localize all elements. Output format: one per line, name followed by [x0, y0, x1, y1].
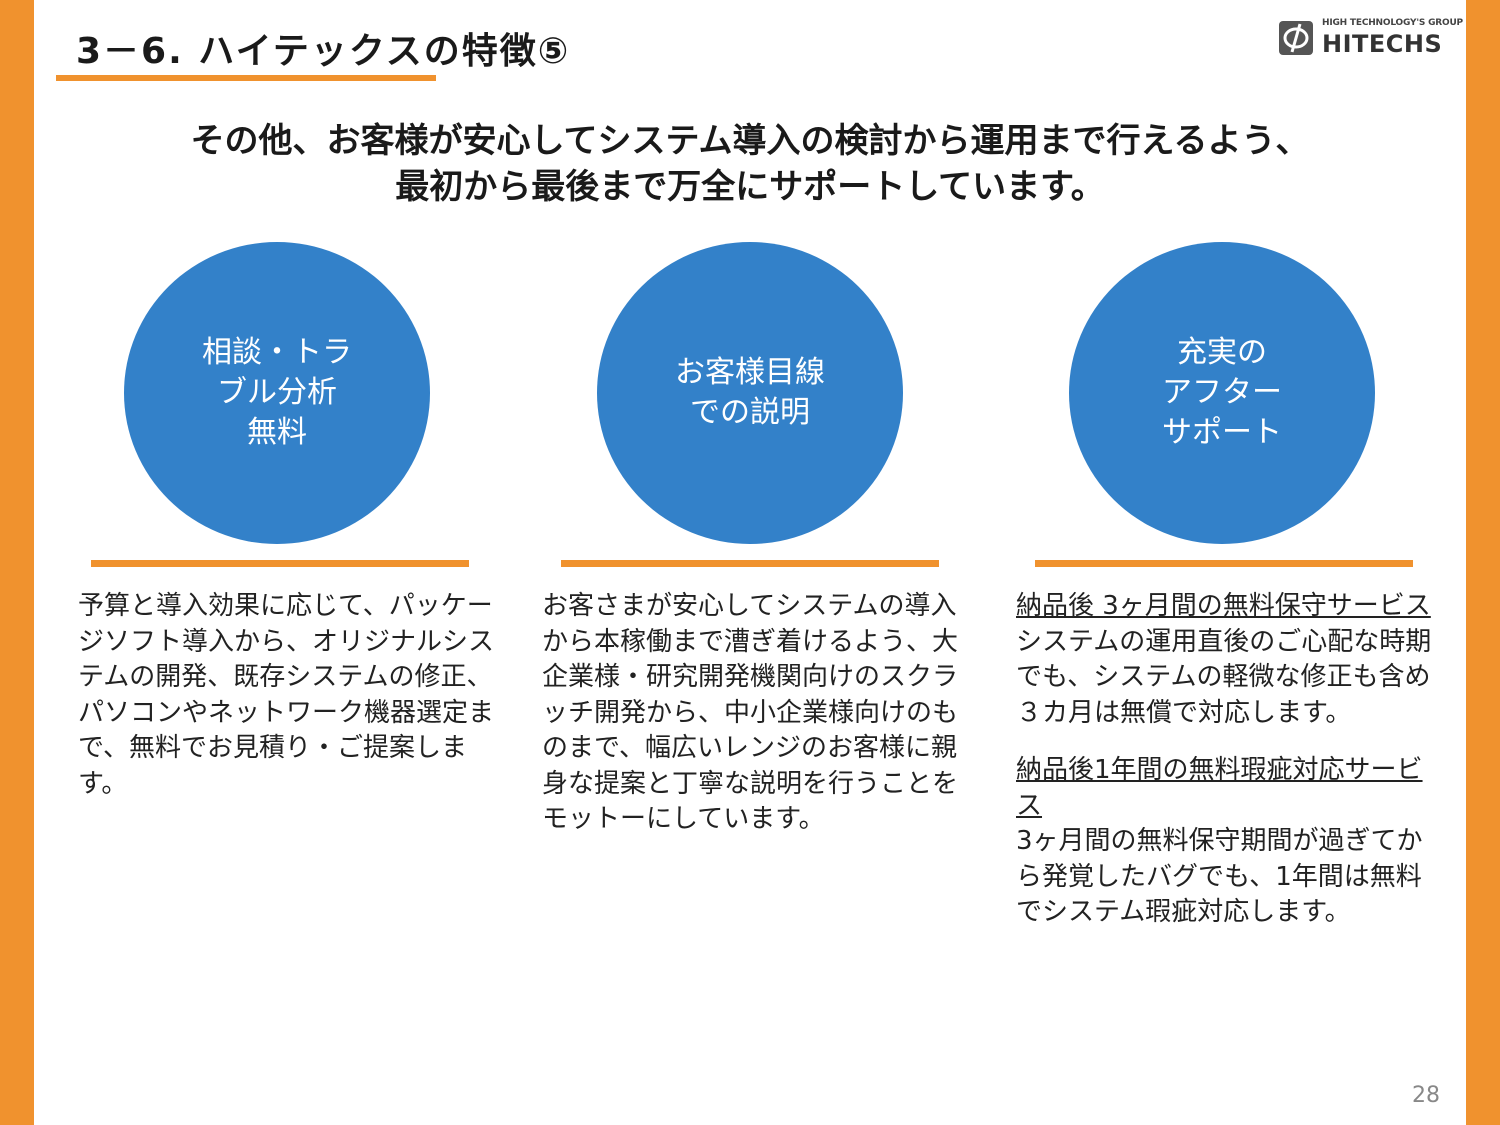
circle-line: 相談・トラ — [202, 335, 352, 370]
feature-description-aftersupport: 納品後 3ヶ月間の無料保守サービス システムの運用直後のご心配な時期でも、システ… — [1016, 589, 1436, 931]
circle-line: 無料 — [247, 415, 307, 450]
feature-circle-consultation: 相談・トラ ブル分析 無料 — [124, 242, 430, 544]
page-number: 28 — [1412, 1083, 1440, 1108]
lead-line-1: その他、お客様が安心してシステム導入の検討から運用まで行えるよう、 — [190, 121, 1310, 161]
circle-line: お客様目線 — [675, 355, 825, 390]
right-accent-bar — [1466, 0, 1500, 1125]
hitechs-logo-icon — [1279, 21, 1313, 55]
circle-line: 充実の — [1177, 335, 1267, 370]
feature-divider — [1035, 560, 1413, 567]
feature-circle-label: お客様目線 での説明 — [675, 353, 825, 433]
lead-message: その他、お客様が安心してシステム導入の検討から運用まで行えるよう、 最初から最後… — [100, 118, 1400, 210]
logo-tagline: HIGH TECHNOLOGY'S GROUP — [1322, 18, 1463, 28]
feature-description-explanation: お客さまが安心してシステムの導入から本稼働まで漕ぎ着けるよう、大企業様・研究開発… — [542, 589, 962, 838]
left-accent-bar — [0, 0, 34, 1125]
feature-description-consultation: 予算と導入効果に応じて、パッケージソフト導入から、オリジナルシステムの開発、既存… — [78, 589, 498, 802]
description-text: 予算と導入効果に応じて、パッケージソフト導入から、オリジナルシステムの開発、既存… — [78, 591, 495, 799]
feature-circle-explanation: お客様目線 での説明 — [597, 242, 903, 544]
feature-circle-label: 相談・トラ ブル分析 無料 — [202, 333, 352, 453]
service-body: システムの運用直後のご心配な時期でも、システムの軽微な修正も含め３カ月は無償で対… — [1016, 626, 1432, 728]
service-body: 3ヶ月間の無料保守期間が過ぎてから発覚したバグでも、1年間は無料でシステム瑕疵対… — [1016, 826, 1423, 927]
logo-name: HITECHS — [1322, 30, 1443, 58]
feature-circle-aftersupport: 充実の アフター サポート — [1069, 242, 1375, 544]
lead-line-2: 最初から最後まで万全にサポートしています。 — [395, 167, 1105, 207]
circle-line: アフター — [1162, 375, 1282, 410]
spacer — [1016, 731, 1436, 753]
feature-divider — [561, 560, 939, 567]
circle-line: サポート — [1162, 415, 1282, 450]
slide-title: 3－6. ハイテックスの特徴⑤ — [76, 31, 571, 72]
title-underline — [56, 75, 436, 81]
service-heading: 納品後 3ヶ月間の無料保守サービス — [1016, 591, 1431, 621]
service-heading: 納品後1年間の無料瑕疵対応サービス — [1016, 755, 1423, 821]
hitechs-logo: HIGH TECHNOLOGY'S GROUP HITECHS — [1278, 18, 1463, 58]
description-text: お客さまが安心してシステムの導入から本稼働まで漕ぎ着けるよう、大企業様・研究開発… — [542, 591, 959, 834]
circle-line: での説明 — [690, 395, 810, 430]
circle-line: ブル分析 — [217, 375, 337, 410]
feature-circle-label: 充実の アフター サポート — [1162, 333, 1282, 453]
feature-divider — [91, 560, 469, 567]
